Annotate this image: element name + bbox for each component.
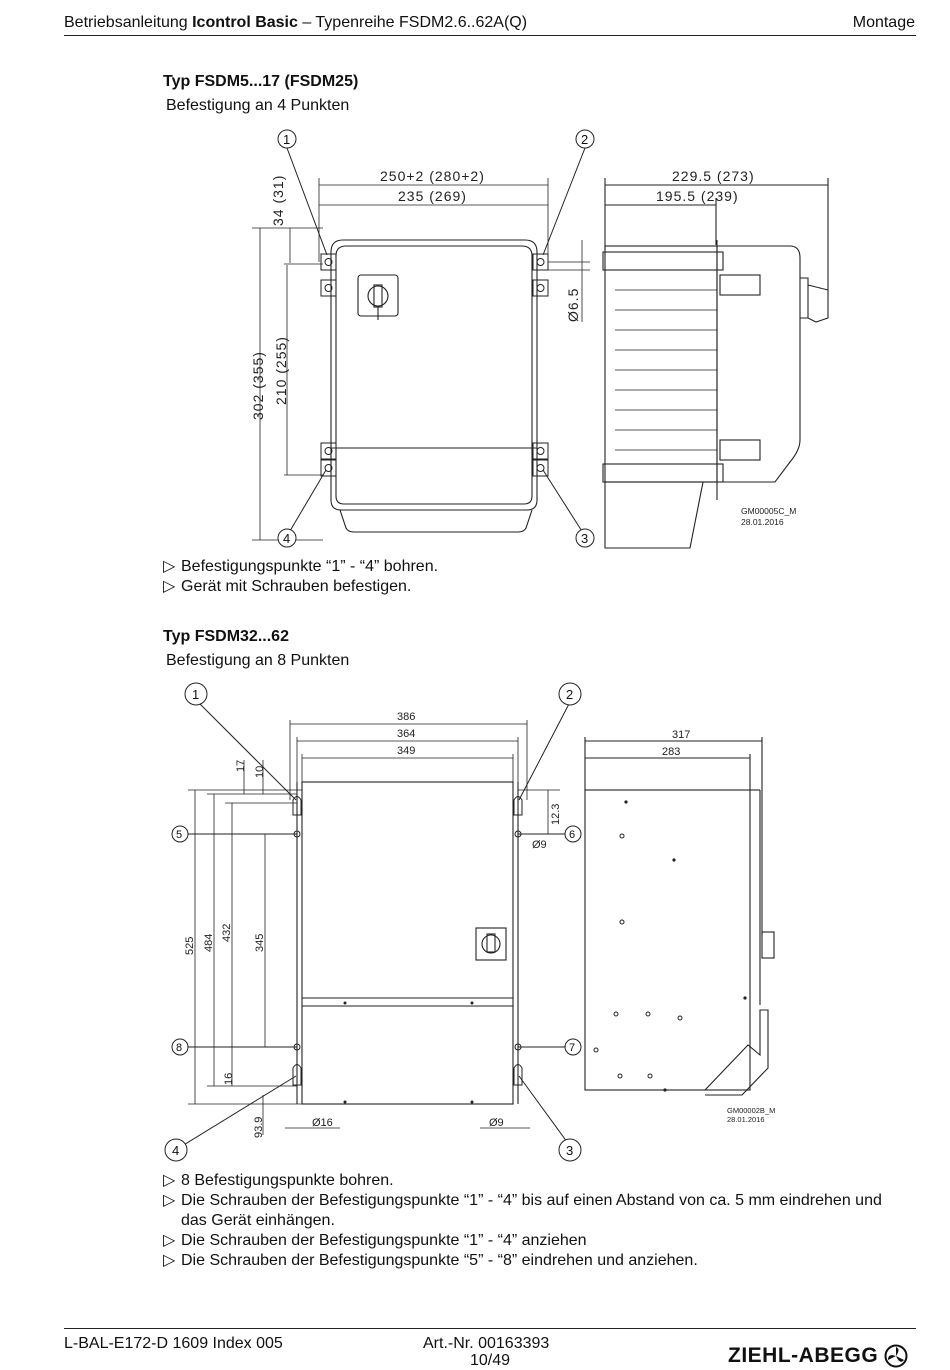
dim-16: 16 — [223, 1073, 235, 1085]
callout2-6: 6 — [569, 829, 575, 841]
dim-height-outer: 302 (355) — [250, 351, 266, 420]
dim-17: 17 — [235, 760, 247, 772]
stamp1-date: 28.01.2016 — [741, 517, 784, 527]
bullet-text: Befestigungspunkte “1” - “4” bohren. — [181, 558, 439, 575]
bullet: ▷ Die Schrauben der Befestigungspunkte “1… — [163, 1231, 882, 1251]
dim-317: 317 — [672, 729, 690, 741]
dim-484: 484 — [203, 934, 215, 952]
triangle-icon: ▷ — [163, 1172, 176, 1189]
section1-title: Typ FSDM5...17 (FSDM25) — [163, 73, 359, 90]
dim-d9-top: Ø9 — [532, 839, 547, 851]
dim-hole: Ø6.5 — [565, 288, 581, 322]
bullet: ▷ 8 Befestigungspunkte bohren. — [163, 1171, 882, 1191]
dim-d9-bottom: Ø9 — [489, 1117, 504, 1129]
dim-345: 345 — [254, 934, 266, 952]
dim-386: 386 — [397, 711, 415, 723]
section1-subtitle: Befestigung an 4 Punkten — [166, 97, 350, 114]
dim-depth-outer: 229.5 (273) — [672, 168, 755, 184]
drawing1-side — [602, 178, 829, 549]
callout-2: 2 — [581, 132, 588, 147]
callout2-3: 3 — [566, 1143, 573, 1158]
dim-d16: Ø16 — [312, 1117, 333, 1129]
callout-3: 3 — [581, 531, 588, 546]
triangle-icon: ▷ — [163, 578, 176, 595]
footer-art: Art.-Nr. 00163393 — [423, 1335, 550, 1352]
section2-subtitle: Befestigung an 8 Punkten — [166, 652, 350, 669]
brand-name: ZIEHL-ABEGG — [728, 1344, 879, 1367]
header-product: Icontrol Basic — [192, 14, 298, 31]
bullet-text: 8 Befestigungspunkte bohren. — [181, 1172, 394, 1189]
bullet: ▷ Die Schrauben der Befestigungspunkte “5… — [163, 1251, 882, 1271]
section2-bullets: ▷ 8 Befestigungspunkte bohren. ▷ Die Schra… — [163, 1171, 882, 1271]
bullet-text: Die Schrauben der Befestigungspunkte “1”… — [181, 1192, 882, 1209]
callout2-1: 1 — [192, 687, 199, 702]
dim-364: 364 — [397, 728, 415, 740]
header-suffix: – Typenreihe FSDM2.6..62A(Q) — [297, 14, 528, 31]
triangle-icon: ▷ — [163, 558, 176, 575]
dim-283: 283 — [662, 746, 680, 758]
dim-432: 432 — [221, 924, 233, 942]
drawing1-callouts — [277, 129, 595, 548]
stamp2-date: 28.01.2016 — [727, 1115, 765, 1124]
callout-1: 1 — [283, 132, 290, 147]
bullet-text: Gerät mit Schrauben befestigen. — [181, 578, 412, 595]
callout2-2: 2 — [566, 687, 573, 702]
drawing2-side — [584, 737, 775, 1096]
footer-page: 10/49 — [470, 1352, 511, 1369]
stamp1-code: GM00005C_M — [741, 506, 796, 516]
dim-top: 34 (31) — [270, 175, 286, 226]
callout2-4: 4 — [172, 1143, 179, 1158]
dim-93-9: 93.9 — [253, 1117, 265, 1138]
dim-10: 10 — [254, 766, 266, 778]
brand-logo: ZIEHL-ABEGG — [728, 1344, 911, 1368]
page-header: Betriebsanleitung Icontrol Basic – Typen… — [64, 14, 527, 32]
bullet: ▷ Die Schrauben der Befestigungspunkte “1… — [163, 1191, 882, 1211]
stamp2-code: GM00002B_M — [727, 1106, 775, 1115]
footer-rule — [64, 1328, 916, 1329]
bullet: ▷ Befestigungspunkte “1” - “4” bohren. — [163, 557, 438, 577]
dim-525: 525 — [184, 937, 196, 955]
dim-349: 349 — [397, 745, 415, 757]
dim-depth-inner: 195.5 (239) — [656, 188, 739, 204]
brand-fan-icon — [884, 1344, 908, 1368]
header-rule — [64, 35, 916, 36]
bullet-text: das Gerät einhängen. — [181, 1212, 335, 1229]
dim-12-3: 12.3 — [550, 804, 562, 825]
dim-height-inner: 210 (255) — [273, 336, 289, 405]
header-prefix: Betriebsanleitung — [64, 14, 193, 31]
bullet-text: Die Schrauben der Befestigungspunkte “1”… — [181, 1232, 587, 1249]
dim-width-outer: 250+2 (280+2) — [380, 168, 485, 184]
header-section: Montage — [852, 14, 915, 31]
callout2-5: 5 — [176, 829, 182, 841]
triangle-icon: ▷ — [163, 1232, 176, 1249]
drawing2-front — [292, 781, 523, 1105]
drawing2-callouts — [164, 682, 582, 1162]
section1-bullets: ▷ Befestigungspunkte “1” - “4” bohren. ▷ G… — [163, 557, 438, 597]
section2-title: Typ FSDM32...62 — [163, 628, 289, 645]
bullet-text: Die Schrauben der Befestigungspunkte “5”… — [181, 1252, 698, 1269]
drawing1-front — [320, 239, 549, 533]
triangle-icon: ▷ — [163, 1252, 176, 1269]
bullet-continuation: das Gerät einhängen. — [163, 1211, 882, 1231]
callout2-7: 7 — [569, 1042, 575, 1054]
bullet: ▷ Gerät mit Schrauben befestigen. — [163, 577, 438, 597]
footer-doc: L-BAL-E172-D 1609 Index 005 — [64, 1335, 283, 1352]
drawing1-dimensions — [252, 178, 590, 541]
triangle-icon: ▷ — [163, 1192, 176, 1209]
callout2-8: 8 — [176, 1042, 182, 1054]
dim-width-inner: 235 (269) — [398, 188, 467, 204]
callout-4: 4 — [283, 531, 290, 546]
